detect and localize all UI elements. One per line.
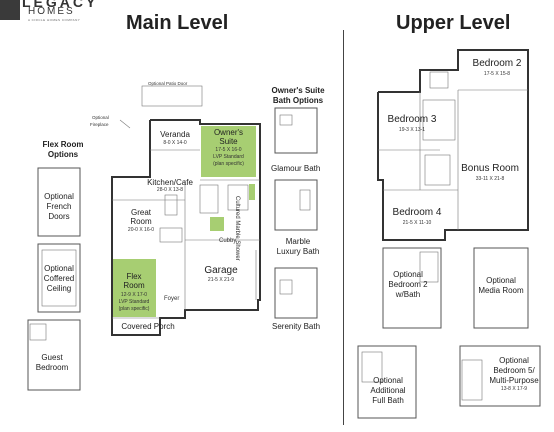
bonus-room-name: Bonus Room: [461, 163, 519, 174]
serenity-bath-label: Serenity Bath: [272, 322, 321, 331]
logo-text-homes: HOMES: [28, 6, 75, 17]
upper-bath: [422, 99, 456, 141]
fireplace-label-2: Fireplace: [90, 122, 109, 127]
bedroom-4-dim: 21-5 X 11-10: [402, 220, 432, 226]
bath-options-heading-2: Bath Options: [272, 96, 324, 105]
add-bath-label-2: Additional: [370, 386, 406, 395]
add-bath-label-3: Full Bath: [372, 396, 404, 405]
level-divider: [343, 30, 344, 425]
add-bath-label-1: Optional: [373, 376, 403, 385]
glamour-bath-label: Glamour Bath: [271, 164, 321, 173]
flex-room-name-1: Flex: [126, 272, 142, 281]
bedroom-3-dim: 19-3 X 13-1: [398, 127, 426, 133]
opt-bedroom-2-label-3: w/Bath: [395, 290, 421, 299]
french-doors-label-2: French: [46, 202, 72, 211]
french-doors-label-3: Doors: [48, 212, 70, 221]
veranda-dim: 8-0 X 14-0: [163, 140, 187, 146]
flex-option-coffered: [37, 243, 81, 313]
owners-closet: [227, 184, 249, 211]
patio-extension: [141, 85, 203, 107]
marble-bath-label-2: Luxury Bath: [276, 247, 320, 256]
logo-tagline: A CIRCLE HOMES COMPANY: [28, 18, 81, 22]
bedroom-5-label-3: Multi-Purpose: [489, 376, 539, 385]
upper-option-media: [473, 247, 529, 329]
bedroom-2-dim: 17-5 X 15-8: [483, 71, 511, 77]
flex-options-heading-1: Flex Room: [42, 140, 84, 149]
flex-room-highlight: [112, 259, 156, 317]
owners-suite-name-2: Suite: [219, 137, 238, 146]
bedroom-4-name: Bedroom 4: [392, 207, 442, 218]
garage-name: Garage: [204, 265, 238, 276]
bath-option-2: [274, 179, 318, 231]
french-doors-label-1: Optional: [44, 192, 74, 201]
main-level-heading: Main Level: [126, 12, 229, 34]
upper-stairs: [424, 154, 451, 186]
owners-suite-name-1: Owner's: [213, 128, 244, 137]
shower-label: Cultured Marble Shower: [234, 196, 240, 261]
bath-option-1: [274, 107, 318, 154]
garage-dim: 21-5 X 21-9: [207, 277, 235, 283]
owners-suite-dim: 17-5 X 16-0: [215, 147, 242, 153]
kitchen-dim: 28-0 X 13-8: [156, 187, 184, 193]
fireplace-pointer: [119, 119, 131, 129]
owners-suite-note-2: (plan specific): [213, 161, 244, 167]
stairs-main: [159, 227, 183, 243]
bedroom-3-name: Bedroom 3: [387, 114, 437, 125]
flex-room-note-1: LVP Standard: [118, 299, 150, 305]
upper-option-addbath: [357, 345, 417, 419]
coffered-label-2: Coffered: [43, 274, 75, 283]
kitchen-island: [164, 194, 178, 216]
great-room-name-1: Great: [130, 208, 151, 217]
great-room-name-2: Room: [130, 217, 152, 226]
veranda-name: Veranda: [160, 130, 190, 139]
media-room-label-1: Optional: [486, 276, 516, 285]
coffered-label-3: Ceiling: [46, 284, 72, 293]
bonus-room-dim: 33-11 X 21-8: [475, 176, 505, 182]
coffered-label-1: Optional: [44, 264, 74, 273]
upper-level-outline: [377, 49, 529, 241]
bedroom-5-label-2: Bedroom 5/: [493, 366, 535, 375]
opt-bedroom-2-label-1: Optional: [393, 270, 423, 279]
patio-door-label: Optional Patio Door: [148, 81, 188, 86]
upper-option-bed2: [382, 247, 442, 329]
upper-level-heading: Upper Level: [396, 12, 511, 34]
flex-option-guest: [27, 319, 81, 391]
cubby-label: Cubby: [219, 238, 237, 244]
covered-porch-name: Covered Porch: [121, 322, 175, 331]
flex-option-french: [37, 167, 81, 237]
guest-bedroom-label-1: Guest: [41, 353, 63, 362]
owners-suite-note-1: LVP Standard: [213, 154, 244, 160]
bath-option-3: [274, 267, 318, 319]
flex-options-heading-2: Options: [47, 150, 79, 159]
logo-text-legacy: LEGACY: [22, 0, 99, 10]
flex-room-dim: 12-9 X 17-0: [120, 292, 148, 298]
upper-option-bed5: [459, 345, 541, 407]
owners-suite-highlight: [201, 126, 256, 177]
foyer-label: Foyer: [164, 296, 180, 302]
bedroom-5-label-1: Optional: [499, 356, 529, 365]
shower-highlight: [249, 184, 255, 200]
owners-bath: [199, 184, 219, 214]
guest-bedroom-label-2: Bedroom: [35, 363, 69, 372]
fireplace-label-1: Optional: [92, 115, 109, 120]
bedroom-5-dim: 13-8 X 17-9: [500, 386, 528, 392]
flex-room-name-2: Room: [123, 281, 145, 290]
kitchen-name: Kitchen/Cafe: [147, 178, 193, 187]
opt-bedroom-2-label-2: Bedroom 2: [388, 280, 428, 289]
flex-room-note-2: (plan specific): [118, 306, 150, 312]
logo-mark: [0, 0, 20, 20]
marble-bath-label-1: Marble: [285, 237, 311, 246]
media-room-label-2: Media Room: [478, 286, 524, 295]
great-room-dim: 20-0 X 16-0: [127, 227, 155, 233]
bath-options-heading-1: Owner's Suite: [271, 86, 325, 95]
closet-highlight: [210, 217, 224, 231]
bedroom-2-name: Bedroom 2: [472, 58, 522, 69]
